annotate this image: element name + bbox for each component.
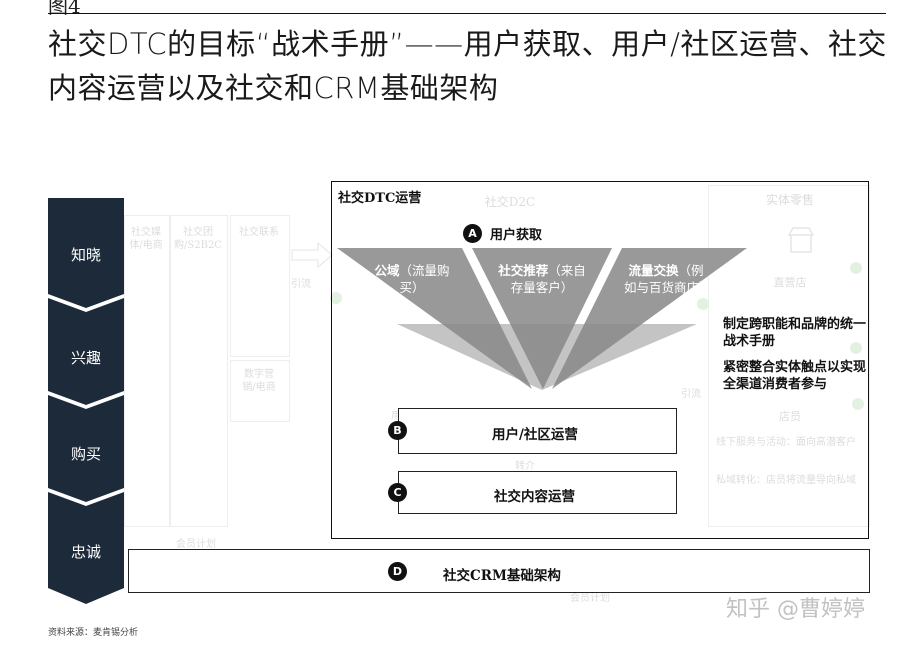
page-title: 社交DTC的目标“战术手册”——用户获取、用户/社区运营、社交内容运营以及社交和… (48, 27, 887, 105)
bg-dot-4 (852, 398, 864, 410)
chevron-awareness (48, 198, 124, 308)
badge-b: B (388, 421, 407, 440)
bg-col3-text: 社交联系 (239, 227, 279, 238)
bg-member: 会员计划 (570, 593, 610, 604)
bg-column-3b (230, 360, 290, 422)
watermark: 知乎 @曹婷婷 (726, 597, 865, 622)
community-ops-label: 用户/社区运营 (492, 427, 578, 443)
bg-col3b-text: 数字营销/电商 (242, 369, 276, 393)
funnel-text-referral: 社交推荐（来自存量客户） (498, 263, 586, 295)
acquisition-funnel (337, 248, 747, 390)
note-omnichannel: 紧密整合实体触点以实现全渠道消费者参与 (723, 360, 867, 392)
funnel-text-public: 公域（流量购买） (374, 263, 450, 295)
bg-offline-service: 线下服务与活动：面向高潜客户 (716, 437, 856, 448)
bg-col2-text: 社交团购/S2B2C (174, 227, 222, 251)
bg-dot-3 (850, 342, 862, 354)
bg-small-b: 引流 (681, 389, 701, 400)
bg-column-3 (230, 215, 290, 357)
bg-physical-box (708, 185, 870, 527)
crm-infrastructure-label: 社交CRM基础架构 (443, 568, 561, 584)
bg-physical-title: 实体零售 (765, 193, 814, 207)
stage-awareness: 知晓 (70, 246, 101, 264)
funnel-merge (397, 324, 697, 390)
chevron-interest (48, 298, 124, 405)
content-ops-box (398, 471, 677, 514)
stage-loyalty: 忠诚 (70, 543, 101, 561)
bg-dot-2 (850, 262, 862, 274)
journey-chevrons (48, 198, 124, 604)
bg-store-label: 店员 (779, 410, 801, 423)
badge-a: A (463, 224, 482, 243)
user-acquisition-label: 用户获取 (490, 228, 543, 243)
bg-physical-store: 直营店 (773, 276, 807, 289)
dtc-operations-frame (331, 181, 869, 539)
note-playbook: 制定跨职能和品牌的统一战术手册 (723, 317, 867, 349)
funnel-text-exchange: 流量交换（例如与百货商店） (624, 263, 712, 295)
stage-purchase: 购买 (70, 445, 101, 463)
source-note: 资料来源：麦肯锡分析 (48, 628, 139, 638)
stage-interest: 兴趣 (70, 349, 101, 367)
bg-arrow-label: 引流 (291, 279, 311, 290)
dtc-operations-title: 社交DTC运营 (338, 191, 422, 206)
chevron-purchase (48, 395, 124, 502)
bg-column-2 (170, 215, 228, 527)
bg-loyalty: 会员计划 (176, 539, 216, 550)
crm-infrastructure-box (128, 549, 870, 593)
bg-small-c: 转介 (515, 461, 535, 472)
funnel-social-referral (472, 248, 612, 389)
bg-col1-text: 社交媒体/电商 (129, 227, 163, 251)
chevron-loyalty (48, 492, 124, 604)
content-ops-label: 社交内容运营 (494, 489, 575, 505)
bg-private-domain: 私域转化：店员将流量导向私域 (716, 475, 856, 486)
badge-c: C (388, 483, 407, 502)
bg-store-icon (787, 227, 815, 253)
badge-d: D (388, 562, 407, 581)
figure-number: 图4 (48, 0, 81, 18)
bg-dot-1 (697, 298, 709, 310)
top-rule (48, 13, 886, 14)
bg-column-1 (124, 215, 170, 527)
bg-arrow-icon (291, 241, 333, 269)
bg-dot-5 (330, 292, 342, 304)
bg-center-title: 社交D2C (484, 195, 536, 209)
